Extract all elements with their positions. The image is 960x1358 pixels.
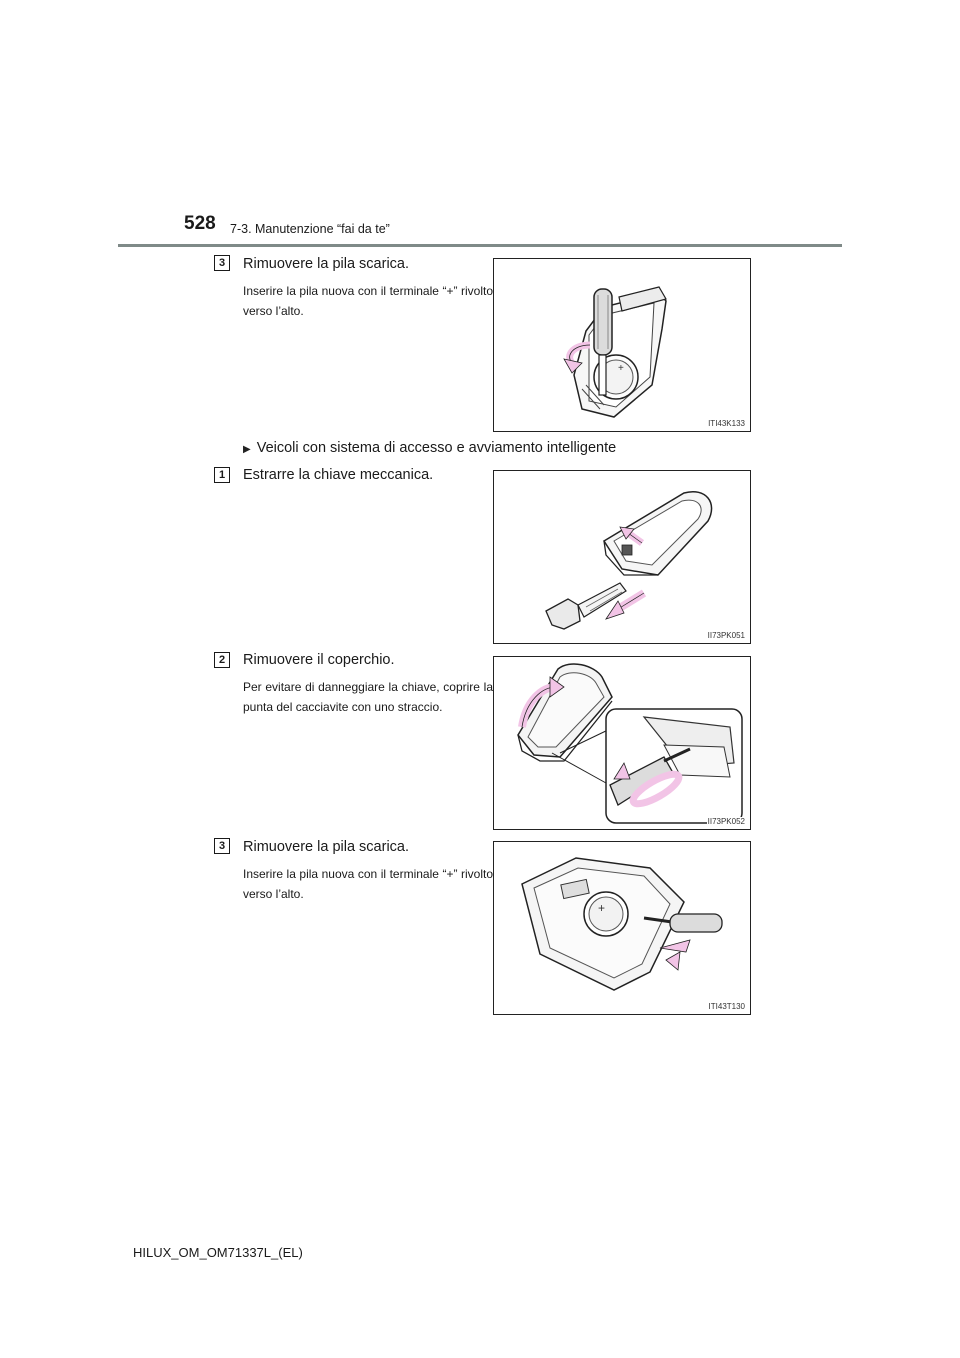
figure-code: II73PK052 xyxy=(706,817,746,826)
step-number-badge: 3 xyxy=(214,838,230,854)
subsection-heading: ▶ Veicoli con sistema di accesso e avviam… xyxy=(243,440,616,456)
step-title: Rimuovere la pila scarica. xyxy=(243,839,410,855)
step-title: Rimuovere la pila scarica. xyxy=(243,256,410,272)
step-number-badge: 2 xyxy=(214,652,230,668)
figure-cover-removal: II73PK052 xyxy=(493,656,751,830)
triangle-right-icon: ▶ xyxy=(243,444,251,455)
step-note: Inserire la pila nuova con il terminale … xyxy=(243,284,493,318)
step-note: Per evitare di danneggiare la chiave, co… xyxy=(243,680,493,714)
svg-text:+: + xyxy=(618,363,624,374)
svg-text:+: + xyxy=(598,901,605,915)
figure-code: ITI43K133 xyxy=(707,419,746,428)
figure-battery-removal: + ITI43K133 xyxy=(493,258,751,432)
header-rule xyxy=(118,244,842,247)
page-number: 528 xyxy=(184,213,216,234)
step-number-badge: 1 xyxy=(214,467,230,483)
step-title: Rimuovere il coperchio. xyxy=(243,652,395,668)
subsection-title: Veicoli con sistema di accesso e avviame… xyxy=(256,440,617,456)
figure-code: II73PK051 xyxy=(706,631,746,640)
step-number-badge: 3 xyxy=(214,255,230,271)
document-code: HILUX_OM_OM71337L_(EL) xyxy=(133,1245,303,1260)
figure-mechanical-key-removal: II73PK051 xyxy=(493,470,751,644)
step-note: Inserire la pila nuova con il terminale … xyxy=(243,867,493,901)
figure-battery-replacement: + ITI43T130 xyxy=(493,841,751,1015)
section-title: 7-3. Manutenzione “fai da te” xyxy=(230,222,390,236)
figure-code: ITI43T130 xyxy=(707,1002,746,1011)
step-title: Estrarre la chiave meccanica. xyxy=(243,467,434,483)
